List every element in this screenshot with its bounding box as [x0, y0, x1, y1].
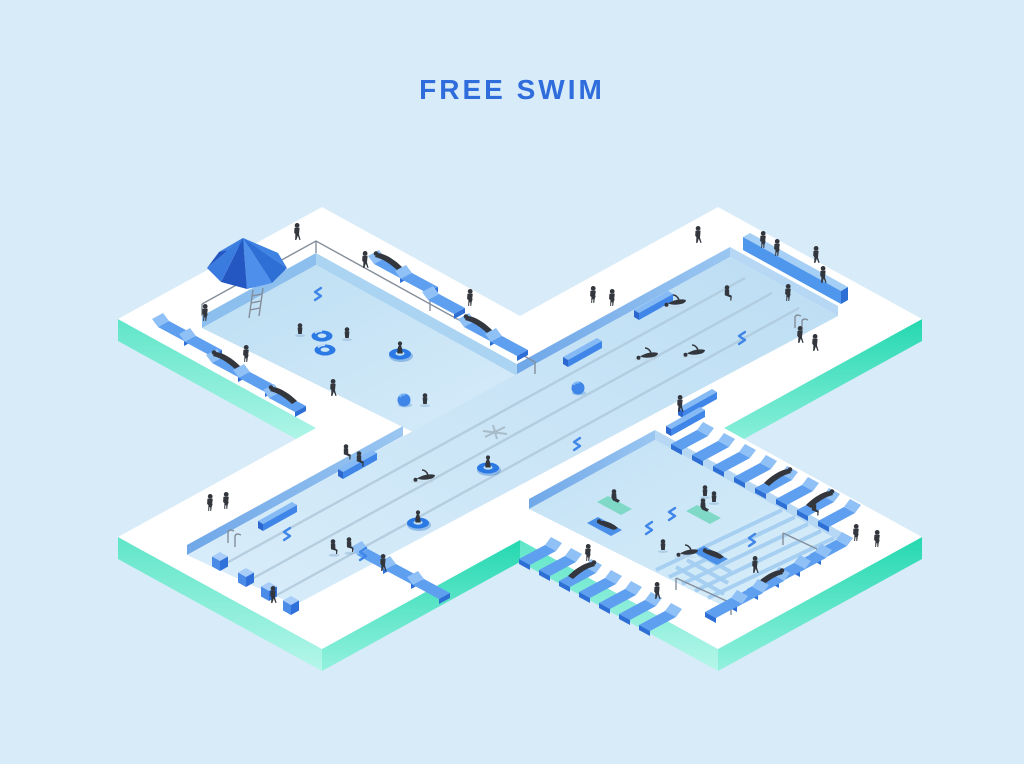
page-title: FREE SWIM [419, 74, 605, 105]
lap-pool [187, 247, 838, 605]
lifeguard-ladder [248, 287, 264, 319]
umbrella [207, 238, 287, 319]
deck-slab-edges [118, 319, 922, 671]
